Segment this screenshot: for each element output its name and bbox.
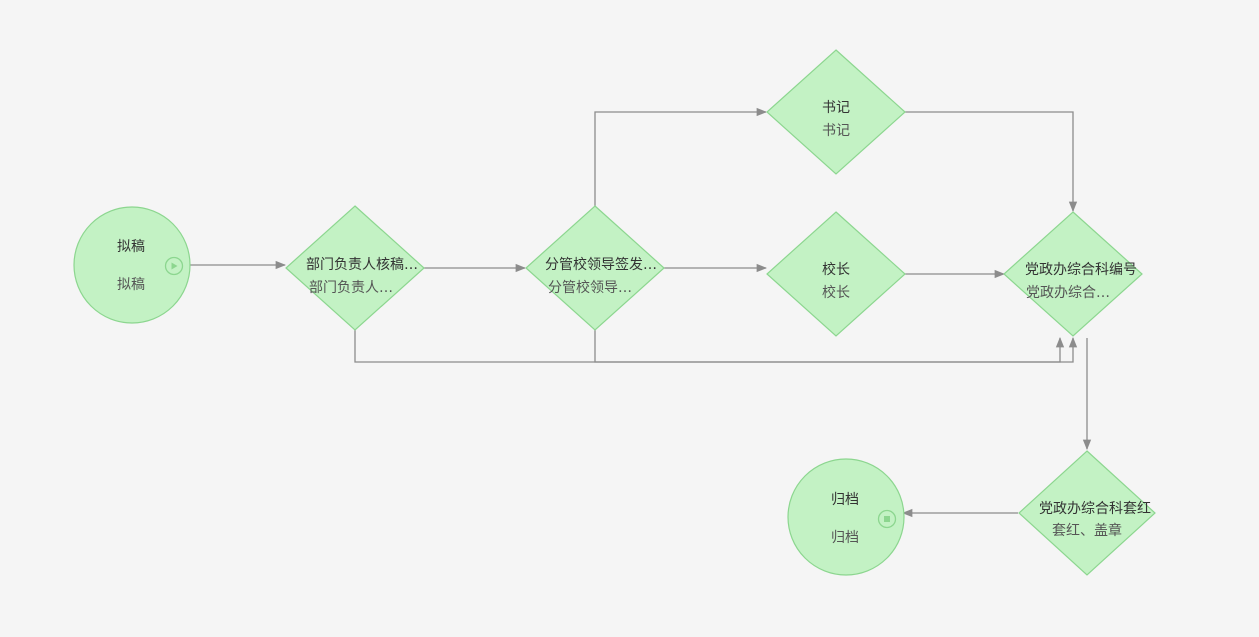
node-secretary[interactable]: 书记 书记 (766, 49, 906, 175)
edge-vp-sign-to-secretary[interactable] (594, 107, 768, 206)
node-draft[interactable]: 拟稿 拟稿 (73, 206, 191, 324)
play-circle-icon (164, 256, 184, 276)
node-archive[interactable]: 归档 归档 (787, 458, 905, 576)
node-vp-sign-title: 分管校领导签发… (545, 256, 657, 273)
node-president-title: 校长 (822, 261, 850, 278)
node-office-number-subtitle: 党政办综合… (1026, 285, 1110, 301)
edges (190, 107, 1092, 518)
node-vp-sign-subtitle: 分管校领导… (548, 279, 632, 296)
diamond-shape[interactable] (1003, 211, 1143, 337)
stop-circle-icon (877, 509, 897, 529)
edge-dept-review-to-office-number[interactable] (354, 330, 1078, 363)
diamond-shape[interactable] (766, 49, 906, 175)
node-president-subtitle: 校长 (822, 284, 850, 301)
diamond-shape[interactable] (285, 205, 425, 331)
node-draft-subtitle: 拟稿 (117, 277, 145, 293)
start-node-circle[interactable] (73, 206, 191, 324)
node-office-stamp-title: 党政办综合科套红 (1039, 501, 1151, 517)
node-office-stamp-subtitle: 套红、盖章 (1052, 522, 1122, 539)
node-dept-review[interactable]: 部门负责人核稿… 部门负责人… (285, 205, 425, 331)
node-secretary-title: 书记 (822, 100, 850, 116)
node-dept-review-title: 部门负责人核稿… (306, 257, 418, 273)
node-draft-title: 拟稿 (117, 239, 145, 255)
node-archive-subtitle: 归档 (831, 529, 859, 546)
node-secretary-subtitle: 书记 (822, 123, 850, 139)
node-office-stamp[interactable]: 党政办综合科套红 套红、盖章 (1018, 450, 1156, 576)
diamond-shape[interactable] (1018, 450, 1156, 576)
node-archive-title: 归档 (831, 491, 859, 508)
end-node-circle[interactable] (787, 458, 905, 576)
edge-vp-sign-to-office-number[interactable] (594, 330, 1065, 363)
node-dept-review-subtitle: 部门负责人… (309, 280, 393, 296)
node-vp-sign[interactable]: 分管校领导签发… 分管校领导… (525, 205, 665, 331)
edge-secretary-to-office-number[interactable] (905, 111, 1078, 213)
diamond-shape[interactable] (525, 205, 665, 331)
node-office-number[interactable]: 党政办综合科编号 党政办综合… (1003, 211, 1143, 337)
node-president[interactable]: 校长 校长 (766, 211, 906, 337)
node-office-number-title: 党政办综合科编号 (1025, 262, 1137, 278)
diamond-shape[interactable] (766, 211, 906, 337)
